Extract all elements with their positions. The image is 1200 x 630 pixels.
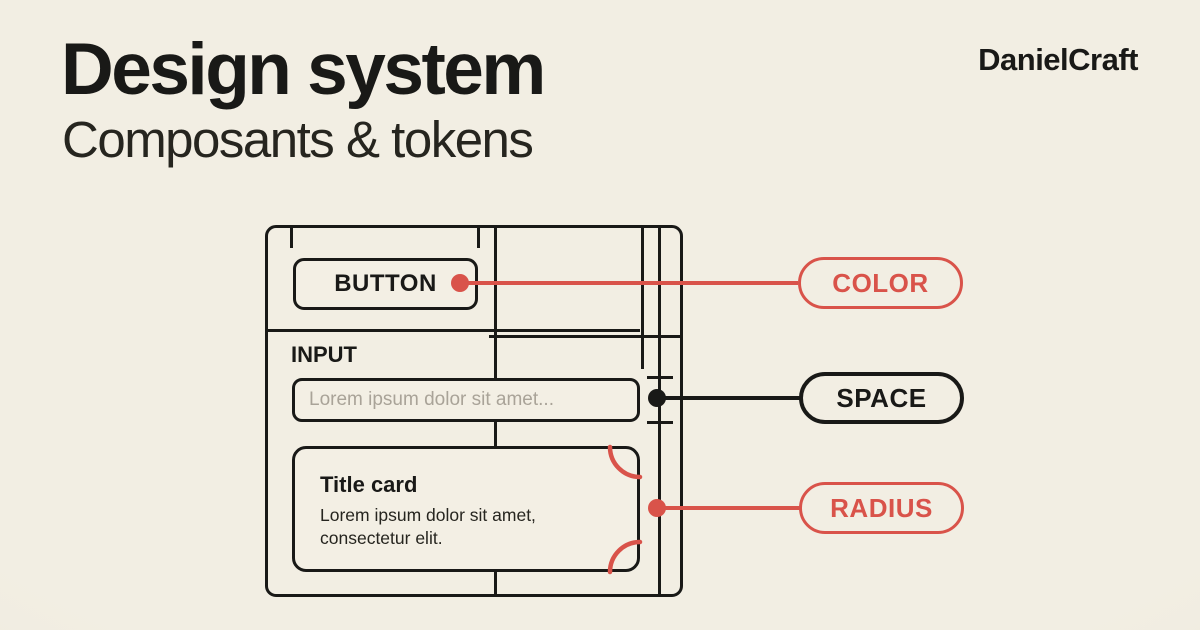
page-subtitle: Composants & tokens [62, 111, 534, 168]
space-connector-line [657, 396, 802, 400]
grid-hline-divider-offset [489, 335, 681, 338]
card-body-line: consectetur elit. [320, 528, 443, 548]
space-connector-dot [648, 389, 666, 407]
color-connector-dot [451, 274, 469, 292]
page-title: Design system [61, 29, 546, 110]
measure-tick-button-left [290, 228, 293, 248]
card-title: Title card [320, 472, 418, 497]
grid-vline-right-inner [641, 228, 644, 369]
measure-tick-button-right [477, 228, 480, 248]
token-pill-radius: RADIUS [799, 482, 964, 534]
mock-button-label: BUTTON [334, 270, 437, 297]
title-card: Title card Lorem ipsum dolor sit amet, c… [292, 446, 640, 572]
token-pill-space: SPACE [799, 372, 964, 424]
card-body: Lorem ipsum dolor sit amet, consectetur … [320, 504, 536, 550]
color-connector-line [460, 281, 798, 285]
radius-connector-line [657, 506, 802, 510]
token-pill-color: COLOR [798, 257, 963, 309]
token-pill-space-label: SPACE [836, 382, 927, 413]
input-label: INPUT [291, 342, 357, 367]
token-pill-radius-label: RADIUS [830, 492, 933, 523]
grid-hline-divider [267, 329, 640, 332]
card-body-line: Lorem ipsum dolor sit amet, [320, 505, 536, 525]
grid-vline-right-outer [658, 228, 661, 595]
radius-connector-dot [648, 499, 666, 517]
token-pill-color-label: COLOR [832, 267, 929, 298]
text-input[interactable] [292, 378, 640, 422]
measure-tick-input-bottom [647, 421, 673, 424]
brand-logo: DanielCraft [978, 42, 1138, 77]
measure-tick-input-top [647, 376, 673, 379]
design-frame [265, 225, 683, 597]
